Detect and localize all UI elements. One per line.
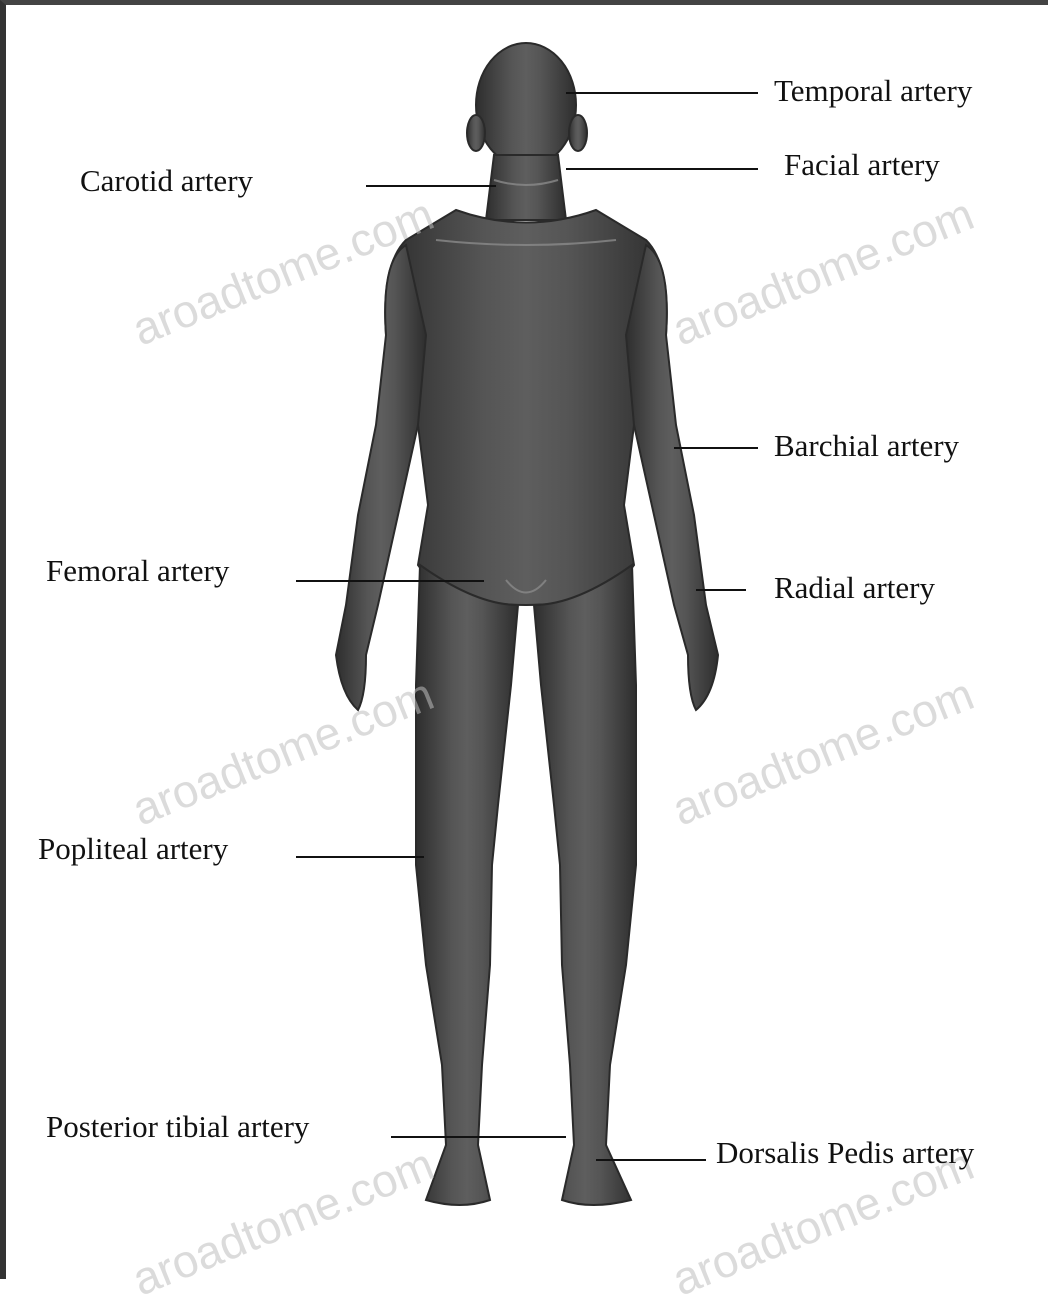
label-carotid-artery: Carotid artery [80,165,253,196]
label-brachial-artery: Barchial artery [774,430,959,461]
neck [486,155,566,220]
ear-left [467,115,485,151]
ear-right [569,115,587,151]
label-radial-artery: Radial artery [774,572,935,603]
torso [385,210,667,605]
leg-right [534,565,636,1205]
label-posterior-tibial-artery: Posterior tibial artery [46,1111,309,1142]
label-femoral-artery: Femoral artery [46,555,229,586]
label-popliteal-artery: Popliteal artery [38,833,228,864]
leg-left [416,565,518,1205]
label-dorsalis-pedis-artery: Dorsalis Pedis artery [716,1137,974,1168]
head [476,43,576,167]
arm-left [336,245,426,710]
label-temporal-artery: Temporal artery [774,75,972,106]
label-facial-artery: Facial artery [784,149,940,180]
